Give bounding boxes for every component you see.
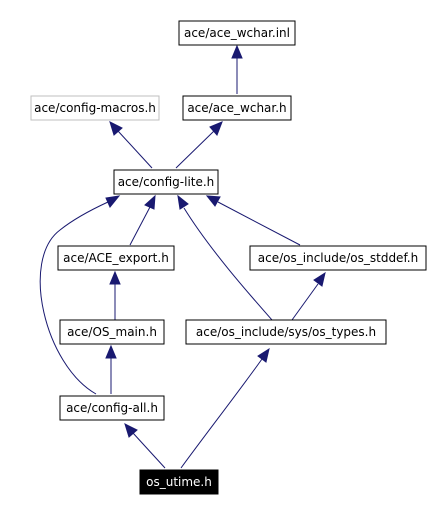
node-os-stddef[interactable]: ace/os_include/os_stddef.h [249, 245, 427, 271]
arrowhead [109, 121, 123, 136]
node-label: os_utime.h [146, 475, 212, 489]
node-ace-config-macros: ace/config-macros.h [30, 95, 160, 121]
arrowhead [144, 194, 156, 210]
node-ace-os-main[interactable]: ace/OS_main.h [59, 319, 165, 345]
edge-config-lite-to-wchar-h [175, 130, 215, 169]
node-ace-export[interactable]: ace/ACE_export.h [57, 245, 175, 271]
node-label: ace/os_include/os_stddef.h [258, 251, 418, 265]
arrowhead [205, 195, 221, 207]
node-ace-wchar-inl[interactable]: ace/ace_wchar.inl [178, 20, 296, 46]
node-label: ace/os_include/sys/os_types.h [196, 325, 376, 339]
edge-os-types-to-os-stddef [291, 283, 319, 321]
edge-config-all-to-config-lite [39, 201, 109, 395]
edge-os-utime-to-os-types [180, 358, 263, 469]
node-label: ace/ace_wchar.h [187, 101, 286, 115]
arrowhead [209, 121, 223, 136]
edges [39, 44, 326, 469]
edge-config-lite-to-config-macros [117, 130, 153, 169]
edge-os-stddef-to-config-lite [217, 201, 301, 246]
node-os-utime-root: os_utime.h [139, 469, 219, 495]
node-label: ace/config-macros.h [34, 101, 156, 115]
arrowhead [231, 44, 243, 59]
node-ace-wchar-h[interactable]: ace/ace_wchar.h [182, 95, 292, 121]
node-ace-config-all[interactable]: ace/config-all.h [59, 395, 165, 421]
edge-os-types-to-config-lite [183, 207, 273, 321]
arrowhead [105, 195, 121, 208]
node-ace-config-lite[interactable]: ace/config-lite.h [113, 169, 219, 195]
edge-ace-export-to-config-lite [129, 206, 151, 246]
arrowhead [313, 271, 326, 287]
node-label: ace/config-lite.h [118, 175, 215, 189]
node-label: ace/OS_main.h [67, 325, 157, 339]
arrowhead [177, 194, 189, 210]
nodes: ace/ace_wchar.inl ace/config-macros.h ac… [30, 20, 427, 495]
node-os-types[interactable]: ace/os_include/sys/os_types.h [185, 319, 387, 345]
node-label: ace/config-all.h [66, 401, 158, 415]
edge-os-utime-to-config-all [132, 432, 166, 469]
node-label: ace/ace_wchar.inl [184, 26, 290, 40]
arrowhead [105, 344, 117, 359]
arrowhead [109, 270, 121, 285]
arrowhead [124, 423, 138, 438]
node-label: ace/ACE_export.h [63, 251, 169, 265]
arrowhead [257, 347, 270, 363]
